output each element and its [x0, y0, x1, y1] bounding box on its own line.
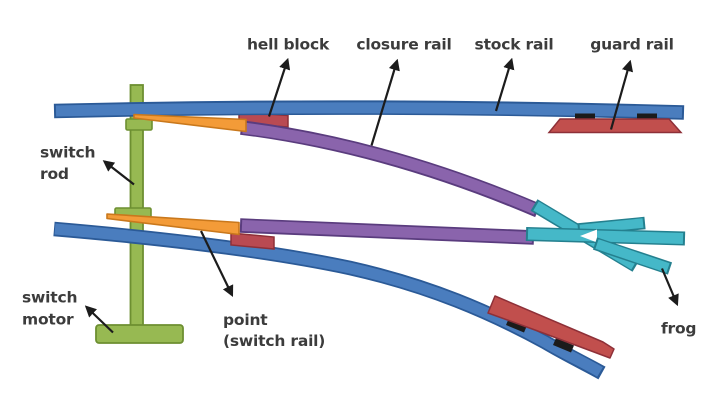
- switch-rod-label-line2: rod: [40, 165, 69, 183]
- top-guard-rail: [547, 118, 683, 134]
- frog-rail-through: [527, 228, 684, 244]
- switch-rod-upper-flange: [125, 118, 153, 131]
- frog-rail-lower-branch: [595, 239, 670, 273]
- switch-rod-arrow: [102, 160, 135, 186]
- lower-point-switch-rail: [106, 213, 240, 236]
- frog-assembly: [525, 199, 686, 275]
- top-guard-rail-group: [547, 113, 683, 134]
- point-label-line1: point: [223, 311, 268, 329]
- annotation-arrows: [84, 57, 679, 334]
- upper-closure-rail-fill: [242, 122, 539, 215]
- upper-closure-rail: [240, 120, 541, 218]
- upper-point-switch-rail: [133, 113, 247, 133]
- switch-motor-arrow: [84, 305, 114, 334]
- guard-rail-tie: [575, 113, 595, 122]
- guard-rail-tie: [637, 113, 657, 122]
- straight-stock-rail-fill: [55, 102, 683, 118]
- lower-closure-rail: [239, 218, 535, 245]
- stock-rail-arrow: [494, 57, 515, 112]
- switch-motor-base: [95, 324, 184, 344]
- frog-rail-upper-branch: [579, 218, 644, 235]
- guard-rail-label: guard rail: [590, 36, 673, 54]
- bottom-guard-rail-group: [487, 295, 615, 359]
- point-arrow: [200, 230, 234, 298]
- lower-closure-rail-fill: [241, 220, 533, 243]
- frog-label: frog: [661, 320, 696, 338]
- guard-rail-tie: [553, 338, 574, 353]
- point-label-line2: (switch rail): [223, 332, 325, 350]
- switch-rod-label-line1: switch: [40, 144, 95, 162]
- hell-block-label: hell block: [247, 36, 330, 54]
- switch-motor-label-line1: switch: [22, 289, 77, 307]
- straight-stock-rail: [53, 100, 685, 120]
- frog-point-gap: [580, 229, 597, 243]
- hell-block-arrow: [267, 57, 291, 117]
- bottom-guard-rail: [487, 295, 615, 359]
- diverging-stock-rail-fill: [54, 223, 603, 377]
- diverging-stock-rail: [53, 221, 606, 380]
- switch-motor-label-line2: motor: [22, 311, 74, 329]
- lower-heel-block: [230, 232, 275, 250]
- stock-rail-label: stock rail: [475, 36, 554, 54]
- frog-arrow: [660, 268, 679, 307]
- closure-rail-arrow: [370, 58, 400, 146]
- closure-rail-label: closure rail: [356, 36, 451, 54]
- guard-rail-arrow: [609, 59, 634, 130]
- annotation-labels: hell block closure rail stock rail guard…: [22, 36, 697, 351]
